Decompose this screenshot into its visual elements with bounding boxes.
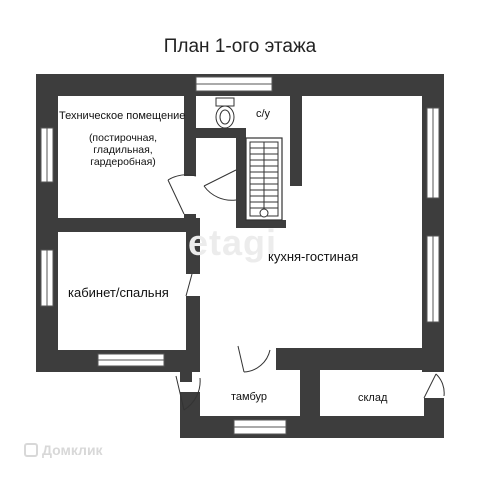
- door-wc-arc: [203, 185, 237, 201]
- door-wc-leaf: [203, 169, 237, 187]
- domclick-logo-icon: [24, 443, 38, 457]
- annex-wall-mid: [300, 370, 320, 438]
- wall-office-right: [186, 232, 200, 274]
- stair-start-marker: [259, 208, 269, 218]
- annex-wall-right: [424, 398, 444, 438]
- wall-horizontal-mid: [58, 218, 200, 232]
- window-mullions: [46, 83, 434, 428]
- door-storage-arc: [435, 373, 445, 397]
- label-vestibule: тамбур: [231, 391, 268, 403]
- wall-left: [36, 74, 58, 372]
- doors: [167, 169, 445, 411]
- door-tech-leaf: [167, 179, 185, 215]
- door-storage-leaf: [423, 373, 437, 399]
- label-tech-room: Техническое помещение: [59, 110, 186, 122]
- staircase: [245, 137, 283, 221]
- door-entrance-arc: [183, 377, 201, 411]
- label-wc: с/у: [256, 108, 271, 120]
- domclick-watermark-text: Домклик: [42, 442, 103, 458]
- wall-wc-bottom: [196, 128, 236, 138]
- domclick-watermark: Домклик: [24, 442, 103, 458]
- etagi-watermark: etagi: [188, 222, 278, 263]
- toilet-seat: [219, 109, 231, 125]
- toilet-fixture: [215, 97, 235, 129]
- label-office-bedroom: кабинет/спальня: [68, 285, 169, 300]
- stair-steps: [250, 142, 278, 209]
- wall-office-right-lower: [186, 296, 200, 372]
- plan-title: План 1-ого этажа: [163, 36, 317, 57]
- door-vestibule-leaf: [237, 345, 245, 373]
- wall-tech-right: [184, 96, 196, 176]
- door-entrance-leaf: [175, 375, 185, 411]
- wall-stair-left: [236, 128, 246, 228]
- door-vestibule-arc: [243, 349, 271, 373]
- door-office-leaf: [185, 273, 193, 297]
- wall-bottom-right: [276, 348, 444, 370]
- door-tech-arc: [167, 174, 197, 181]
- wall-wc-right: [290, 96, 302, 186]
- label-kitchen-living: кухня-гостиная: [268, 249, 359, 264]
- label-tech-room-note: (постирочная, гладильная, гардеробная): [88, 132, 158, 169]
- inner-walls: [58, 96, 302, 372]
- label-storage: склад: [358, 392, 388, 404]
- wall-tech-right-lower: [184, 214, 196, 220]
- toilet-tank: [215, 97, 235, 107]
- annex-wall-left: [180, 392, 200, 438]
- annex-wall-top-left: [180, 370, 192, 382]
- wall-stair-bottom: [236, 220, 286, 228]
